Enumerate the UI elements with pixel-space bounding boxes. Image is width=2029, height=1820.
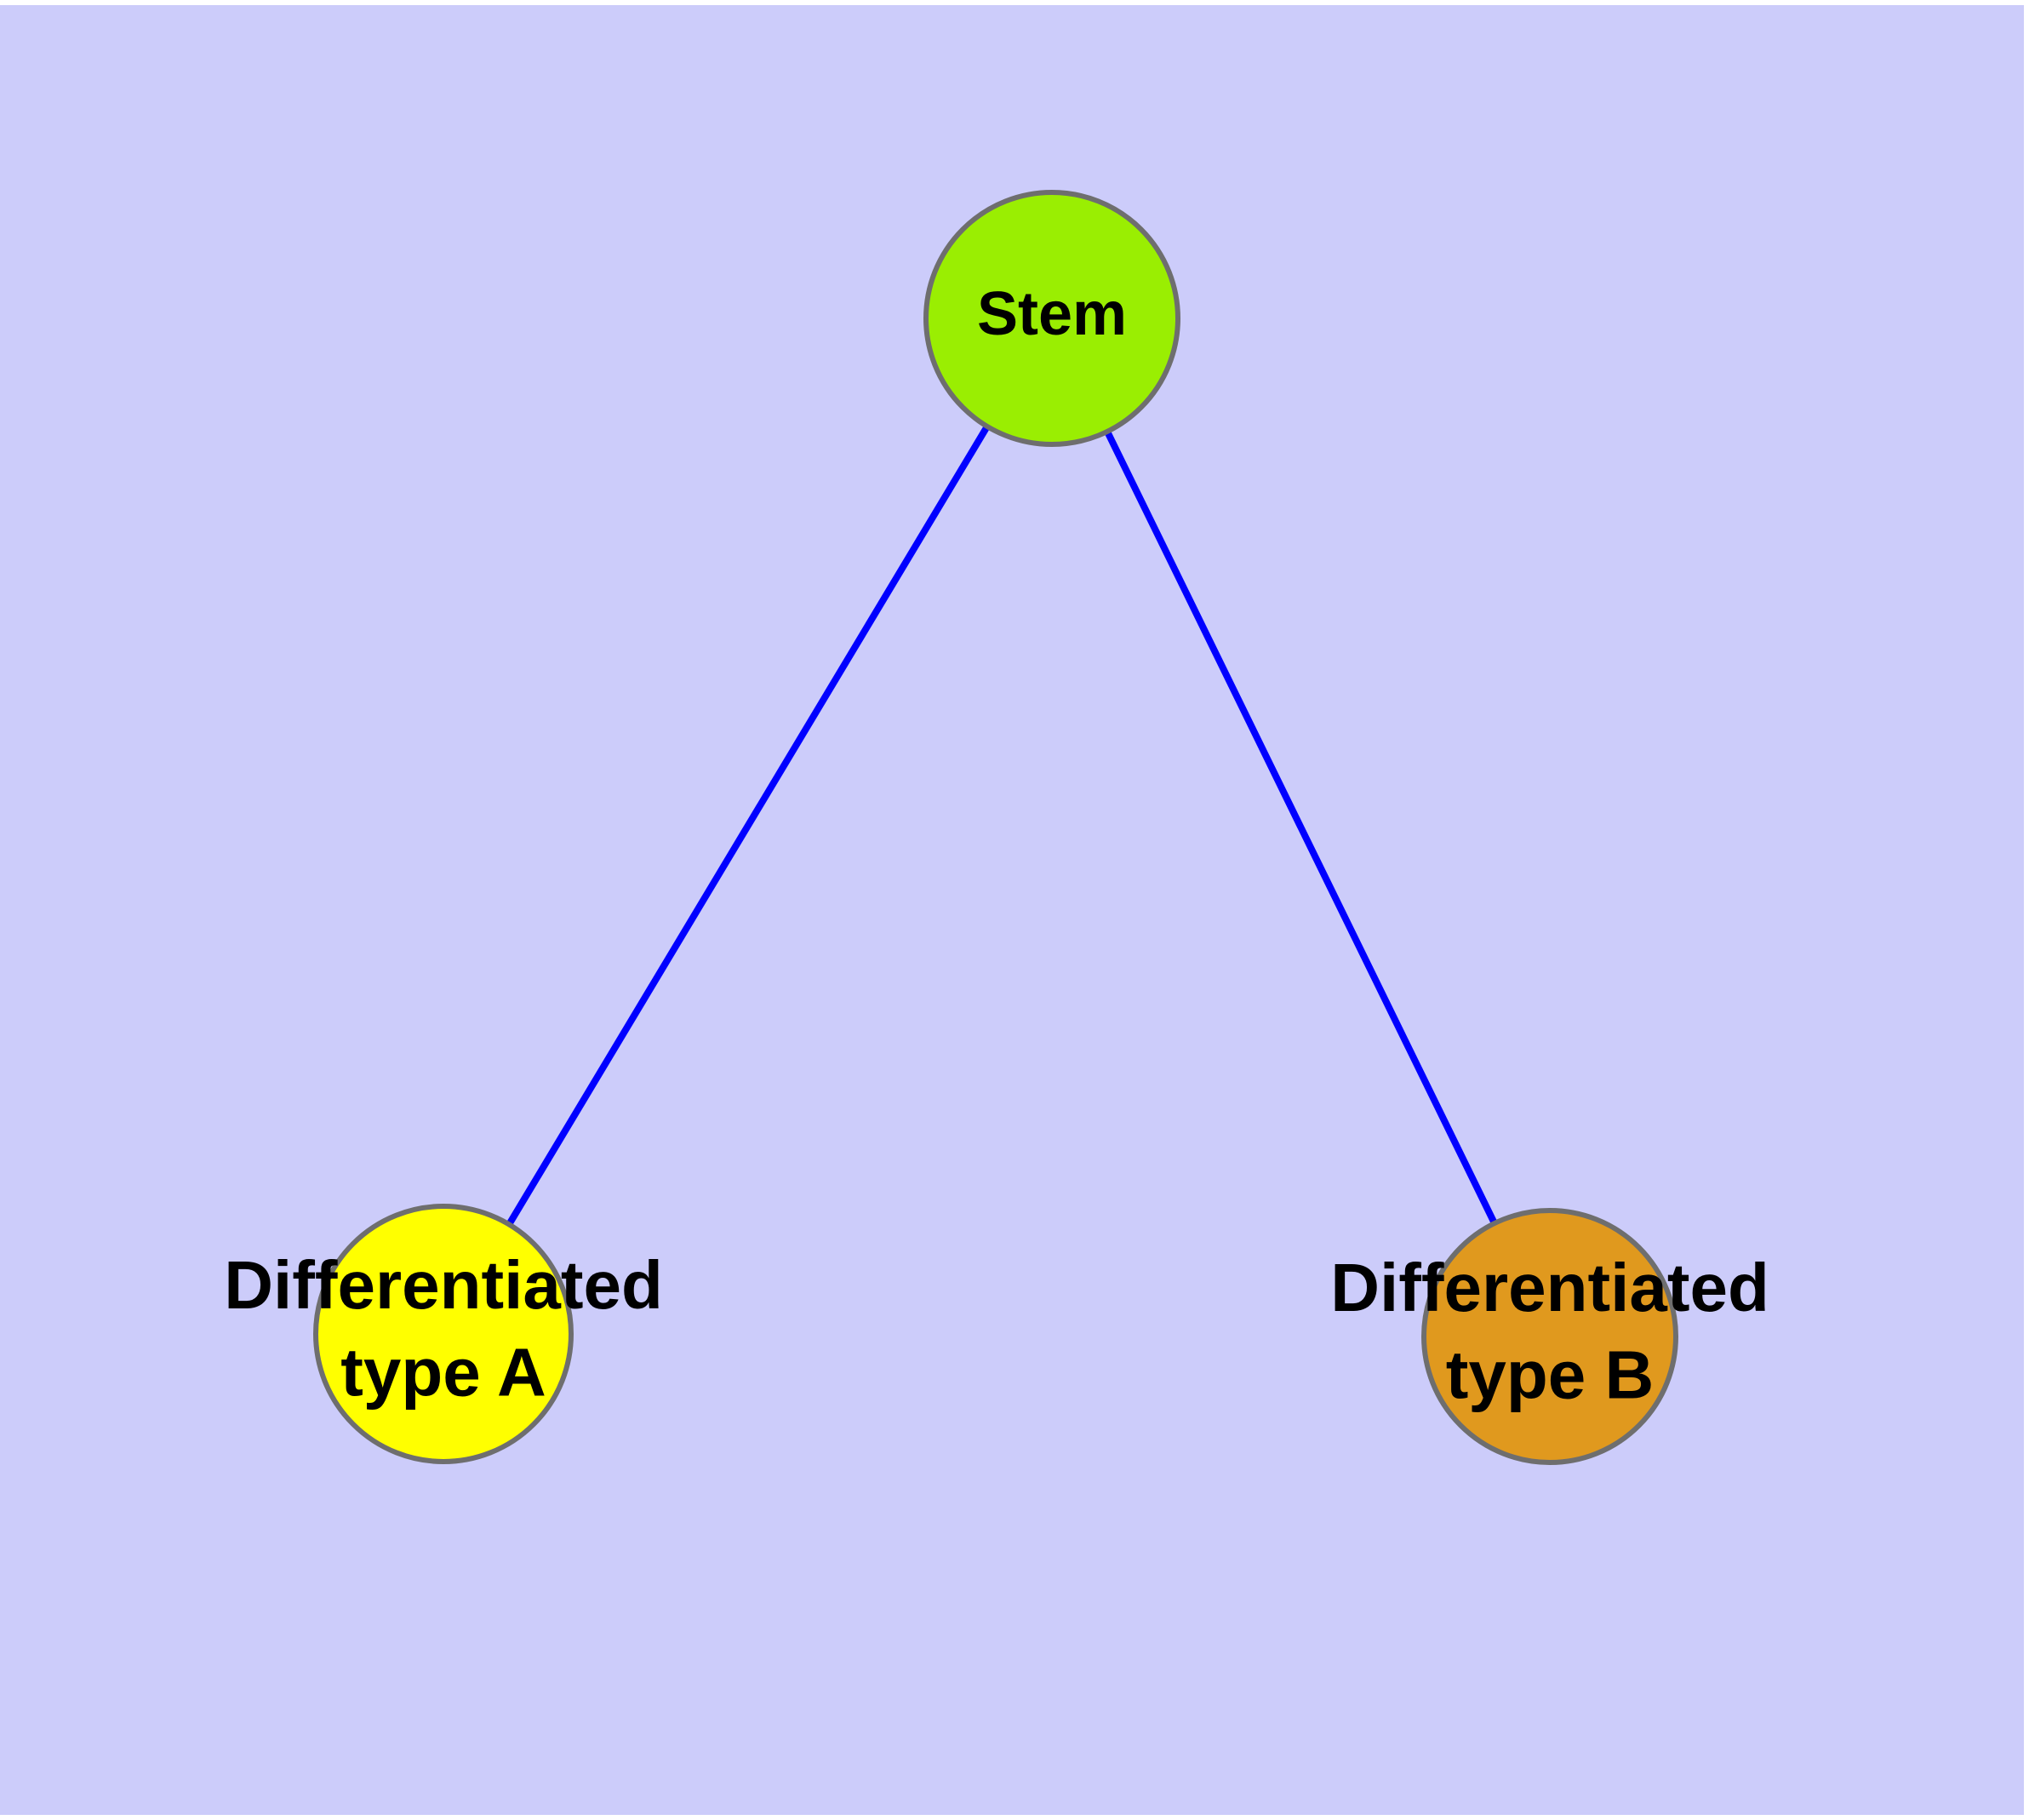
graph-edge — [1103, 428, 1499, 1227]
graph-node-diff_a[interactable]: Differentiated type A — [224, 1204, 663, 1464]
graph-node-stem[interactable]: Stem — [923, 190, 1180, 447]
node-label-diff_a: type A — [340, 1334, 546, 1410]
edge-layer — [505, 423, 1499, 1228]
node-circle-diff_b[interactable] — [1421, 1208, 1678, 1465]
node-circle-diff_a[interactable] — [313, 1204, 574, 1464]
node-circle-stem[interactable] — [923, 190, 1180, 447]
node-label-diff_b: type B — [1446, 1336, 1655, 1412]
node-label-stem: Stem — [977, 280, 1127, 348]
graph-edge — [505, 423, 992, 1228]
node-label-diff_b: Differentiated — [1330, 1250, 1769, 1325]
node-label-diff_a: Differentiated — [224, 1247, 663, 1323]
graph-node-diff_b[interactable]: Differentiated type B — [1330, 1208, 1769, 1465]
